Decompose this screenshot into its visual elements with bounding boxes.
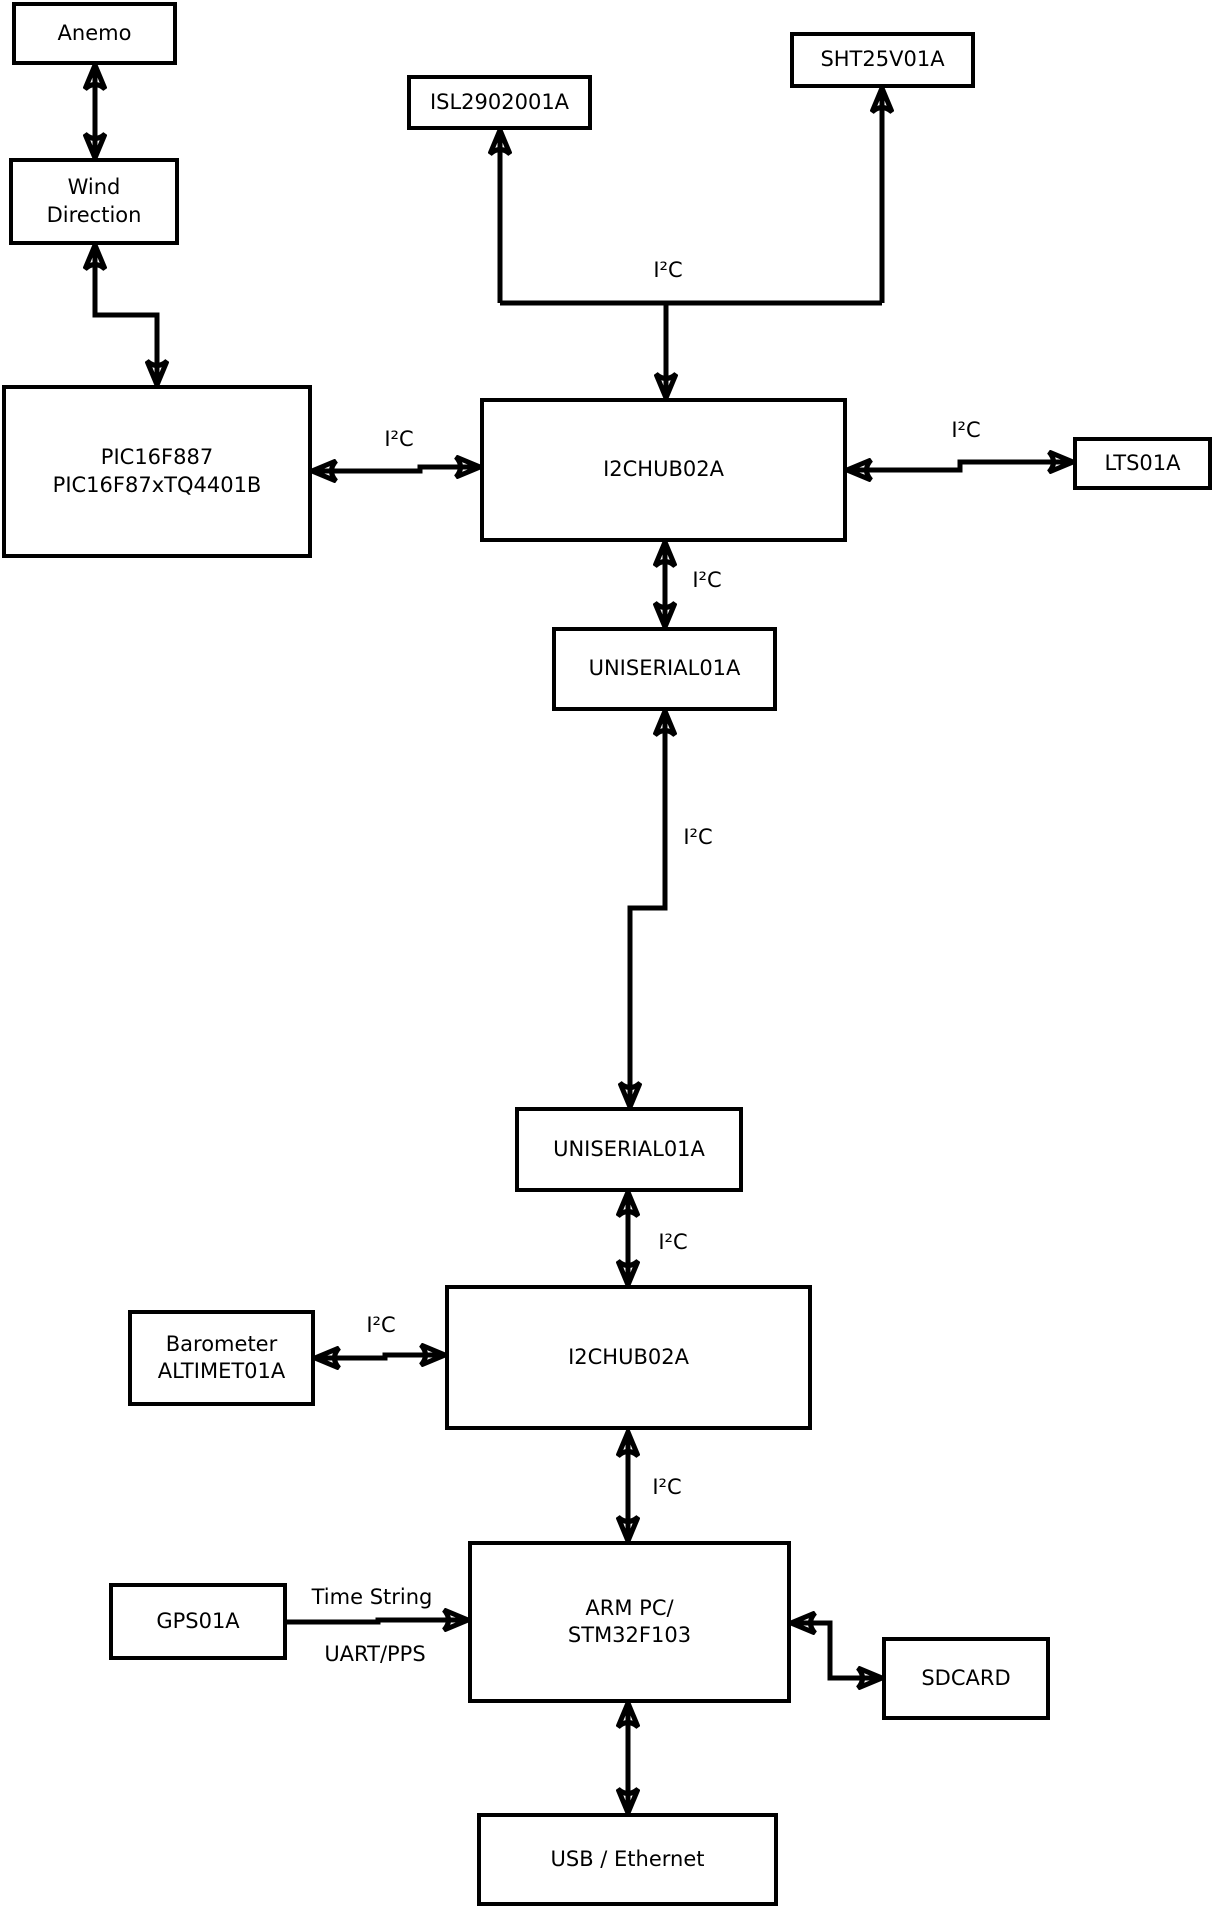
node-uniserial01a-bottom: UNISERIAL01A: [515, 1107, 743, 1192]
node-arm-pc-stm32f103: ARM PC/ STM32F103: [468, 1541, 791, 1703]
node-barometer-altimet01a: Barometer ALTIMET01A: [128, 1310, 315, 1406]
edge-label-i2c-hub1-lts: I²C: [951, 418, 981, 442]
node-wind-direction: Wind Direction: [9, 158, 179, 245]
edge-arm-sdcard: [791, 1623, 882, 1678]
edge-label-i2c-top-bus: I²C: [653, 258, 683, 282]
node-lts01a: LTS01A: [1073, 437, 1212, 490]
edge-uniserial-uniserial: [630, 711, 665, 1107]
edge-label-i2c-pic-hub1: I²C: [384, 427, 414, 451]
node-isl2902001a: ISL2902001A: [407, 75, 592, 130]
node-i2chub02a-bottom: I2CHUB02A: [445, 1285, 812, 1430]
edge-gps-arm: [287, 1620, 468, 1622]
edge-label-uart-pps: UART/PPS: [324, 1642, 426, 1666]
node-anemo: Anemo: [12, 2, 177, 65]
edge-label-i2c-hub1-uniserial: I²C: [692, 568, 722, 592]
edge-label-i2c-uniserial-hub2: I²C: [658, 1230, 688, 1254]
node-usb-ethernet: USB / Ethernet: [477, 1813, 778, 1906]
edge-wind-pic: [95, 245, 157, 385]
edge-label-i2c-barometer-hub2: I²C: [366, 1313, 396, 1337]
node-sdcard: SDCARD: [882, 1637, 1050, 1720]
node-pic16f887: PIC16F887 PIC16F87xTQ4401B: [2, 385, 312, 558]
edge-hub1-lts: [847, 462, 1073, 470]
edge-label-time-string: Time String: [311, 1585, 433, 1609]
node-uniserial01a-top: UNISERIAL01A: [552, 627, 777, 711]
node-sht25v01a: SHT25V01A: [790, 32, 975, 88]
node-i2chub02a-top: I2CHUB02A: [480, 398, 847, 542]
node-gps01a: GPS01A: [109, 1583, 287, 1660]
edge-pic-hub1: [312, 467, 480, 471]
edge-barometer-hub2: [315, 1355, 445, 1358]
edge-label-i2c-uniserial-uniserial: I²C: [683, 825, 713, 849]
edge-label-i2c-hub2-arm: I²C: [652, 1475, 682, 1499]
